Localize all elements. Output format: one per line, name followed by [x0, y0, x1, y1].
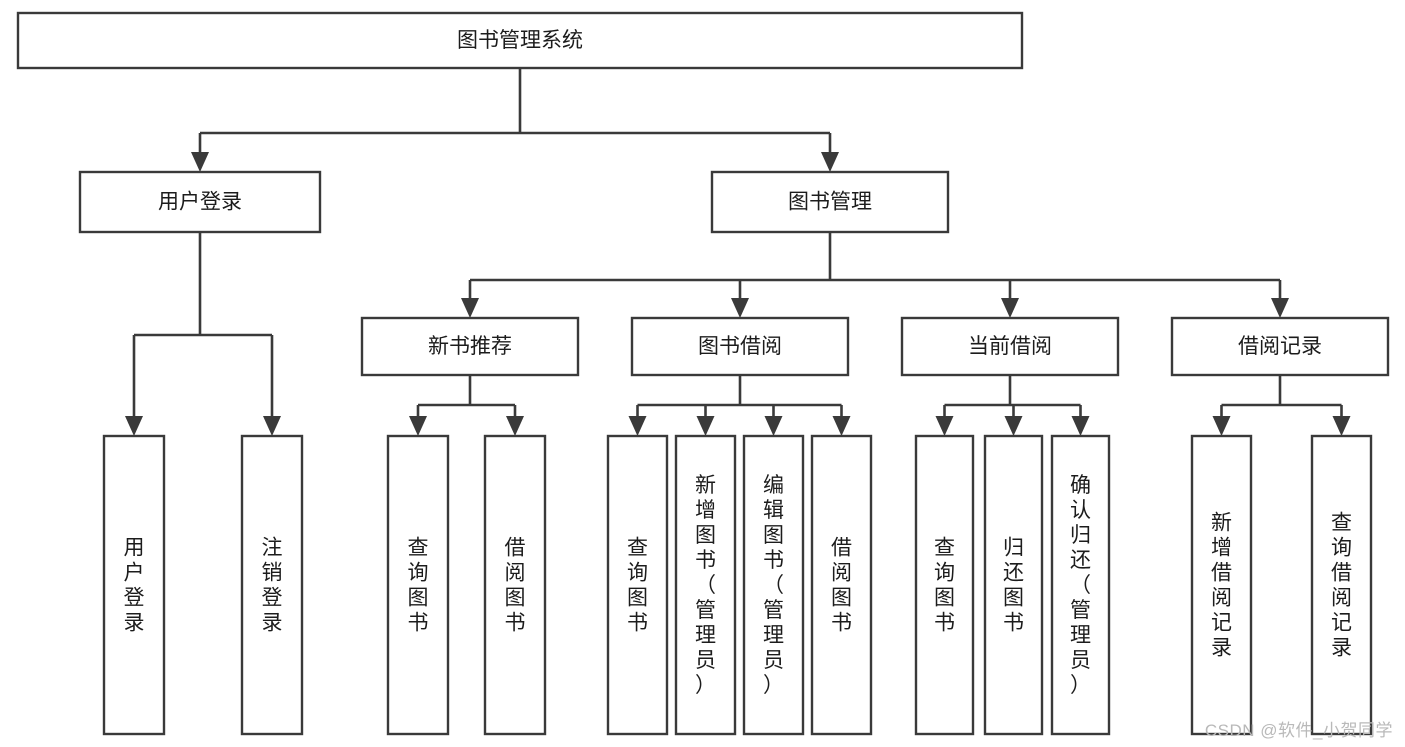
node-box-leaf-edit-book	[742, 434, 805, 736]
node-leaf-user-login[interactable]: 用户登录	[102, 434, 166, 736]
node-leaf-user-logout[interactable]: 注销登录	[240, 434, 304, 736]
node-box-current-borrow	[900, 316, 1120, 377]
node-book-manage[interactable]: 图书管理	[710, 170, 950, 234]
arrow-to-leaf-confirm-return	[1071, 416, 1090, 436]
node-root[interactable]: 图书管理系统	[16, 11, 1024, 70]
node-box-leaf-add-record	[1190, 434, 1253, 736]
node-label-book-borrow: 图书借阅	[698, 335, 782, 358]
arrow-to-user-login	[191, 152, 209, 172]
node-label-leaf-add-record: 新增借阅记录	[1211, 512, 1232, 660]
node-box-leaf-query-book-2	[606, 434, 669, 736]
node-label-leaf-query-book-1: 查询图书	[408, 537, 429, 635]
node-box-borrow-record	[1170, 316, 1390, 377]
node-box-leaf-borrow-book-2	[810, 434, 873, 736]
arrow-to-new-book-recommend	[461, 298, 479, 318]
node-label-leaf-query-book-3: 查询图书	[934, 537, 955, 635]
arrow-to-leaf-return-book	[1004, 416, 1023, 436]
node-leaf-query-record[interactable]: 查询借阅记录	[1310, 434, 1373, 736]
arrow-to-leaf-query-book-2	[628, 416, 647, 436]
node-label-leaf-return-book: 归还图书	[1003, 537, 1024, 635]
arrow-to-leaf-user-logout	[263, 416, 281, 436]
arrow-to-leaf-query-book-1	[409, 416, 427, 436]
node-label-leaf-query-record: 查询借阅记录	[1331, 512, 1352, 660]
node-label-borrow-record: 借阅记录	[1238, 335, 1322, 358]
node-book-borrow[interactable]: 图书借阅	[630, 316, 850, 377]
node-label-leaf-confirm-return: 确认归还（管理员）	[1070, 474, 1091, 697]
node-box-leaf-user-login	[102, 434, 166, 736]
arrow-to-leaf-query-book-3	[935, 416, 954, 436]
node-box-new-book-recommend	[360, 316, 580, 377]
arrow-to-leaf-add-record	[1212, 416, 1231, 436]
node-box-leaf-query-book-1	[386, 434, 450, 736]
arrow-to-book-borrow	[731, 298, 749, 318]
node-label-leaf-borrow-book-1: 借阅图书	[505, 537, 526, 635]
node-box-leaf-add-book	[674, 434, 737, 736]
arrow-to-leaf-user-login	[125, 416, 143, 436]
node-leaf-edit-book[interactable]: 编辑图书（管理员）	[742, 434, 805, 736]
node-new-book-recommend[interactable]: 新书推荐	[360, 316, 580, 377]
node-label-book-manage: 图书管理	[788, 191, 872, 214]
arrow-to-leaf-query-record	[1332, 416, 1351, 436]
node-box-leaf-return-book	[983, 434, 1044, 736]
node-box-root	[16, 11, 1024, 70]
node-label-user-login: 用户登录	[158, 191, 242, 214]
csdn-watermark: CSDN @软件_小贺同学	[1204, 721, 1393, 740]
node-label-leaf-edit-book: 编辑图书（管理员）	[763, 474, 784, 697]
node-label-leaf-add-book: 新增图书（管理员）	[695, 474, 716, 697]
node-box-leaf-user-logout	[240, 434, 304, 736]
node-leaf-add-book[interactable]: 新增图书（管理员）	[674, 434, 737, 736]
node-label-leaf-query-book-2: 查询图书	[627, 537, 648, 635]
node-box-leaf-confirm-return	[1050, 434, 1111, 736]
node-label-new-book-recommend: 新书推荐	[428, 335, 512, 358]
node-box-leaf-query-record	[1310, 434, 1373, 736]
node-leaf-query-book-3[interactable]: 查询图书	[914, 434, 975, 736]
arrow-to-borrow-record	[1271, 298, 1289, 318]
node-box-book-manage	[710, 170, 950, 234]
arrow-to-leaf-borrow-book-2	[832, 416, 851, 436]
node-current-borrow[interactable]: 当前借阅	[900, 316, 1120, 377]
arrow-to-leaf-borrow-book-1	[506, 416, 524, 436]
node-leaf-query-book-1[interactable]: 查询图书	[386, 434, 450, 736]
arrow-to-current-borrow	[1001, 298, 1019, 318]
arrow-to-leaf-edit-book	[764, 416, 783, 436]
node-label-current-borrow: 当前借阅	[968, 335, 1052, 358]
connector-layer	[125, 68, 1351, 436]
node-borrow-record[interactable]: 借阅记录	[1170, 316, 1390, 377]
node-label-root: 图书管理系统	[457, 29, 583, 52]
node-layer: 图书管理系统用户登录图书管理新书推荐图书借阅当前借阅借阅记录用户登录注销登录查询…	[16, 11, 1390, 736]
node-leaf-query-book-2[interactable]: 查询图书	[606, 434, 669, 736]
node-label-leaf-user-login: 用户登录	[124, 537, 145, 635]
node-leaf-borrow-book-2[interactable]: 借阅图书	[810, 434, 873, 736]
node-leaf-add-record[interactable]: 新增借阅记录	[1190, 434, 1253, 736]
node-box-book-borrow	[630, 316, 850, 377]
node-label-leaf-user-logout: 注销登录	[262, 537, 283, 635]
arrow-to-book-manage	[821, 152, 839, 172]
node-box-leaf-borrow-book-1	[483, 434, 547, 736]
arrow-to-leaf-add-book	[696, 416, 715, 436]
node-user-login[interactable]: 用户登录	[78, 170, 322, 234]
node-box-user-login	[78, 170, 322, 234]
node-leaf-return-book[interactable]: 归还图书	[983, 434, 1044, 736]
node-leaf-confirm-return[interactable]: 确认归还（管理员）	[1050, 434, 1111, 736]
node-leaf-borrow-book-1[interactable]: 借阅图书	[483, 434, 547, 736]
node-label-leaf-borrow-book-2: 借阅图书	[831, 537, 852, 635]
node-box-leaf-query-book-3	[914, 434, 975, 736]
